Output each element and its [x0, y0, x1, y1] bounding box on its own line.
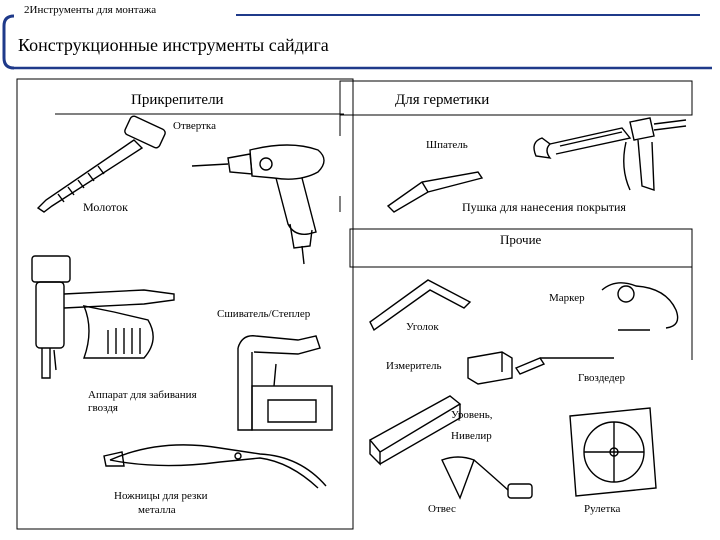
spatula-label: Шпатель	[426, 139, 468, 151]
stapler-label: Сшиватель/Степлер	[217, 308, 311, 320]
meter-label: Измеритель	[386, 360, 442, 372]
drill-icon	[191, 144, 325, 265]
shears-label-2: металла	[138, 504, 176, 516]
caulking-gun-label: Пушка для нанесения покрытия	[462, 200, 626, 214]
meter-icon	[467, 351, 513, 385]
caulking-gun-icon	[533, 117, 687, 191]
marker-label: Маркер	[549, 292, 585, 304]
spatula-icon	[386, 171, 484, 213]
plumb-bob-icon	[441, 456, 533, 500]
sealants-heading: Для герметики	[395, 92, 490, 108]
tape-measure-label: Рулетка	[584, 503, 621, 515]
level-label-1: Уровень,	[451, 409, 493, 421]
nail-gun-icon	[31, 255, 175, 379]
fasteners-heading: Прикрепители	[131, 92, 224, 108]
breadcrumb: 2Инструменты для монтажа	[24, 4, 157, 16]
square-icon	[369, 279, 472, 332]
hammer-icon	[36, 115, 166, 213]
nail-puller-label: Гвоздедер	[578, 372, 626, 384]
marker-icon	[601, 282, 679, 331]
nailer-label-1: Аппарат для забивания	[88, 389, 197, 401]
hammer-label: Молоток	[83, 200, 128, 214]
nail-puller-icon	[514, 357, 614, 375]
page-title: Конструкционные инструменты сайдига	[18, 35, 329, 55]
screwdriver-label: Отвертка	[173, 120, 216, 132]
shears-label-1: Ножницы для резки	[114, 490, 208, 502]
level-icon	[368, 395, 462, 466]
tape-measure-icon	[569, 407, 657, 497]
other-heading: Прочие	[500, 232, 542, 247]
shears-icon	[103, 444, 327, 489]
nailer-label-2: гвоздя	[88, 402, 118, 414]
square-label: Уголок	[406, 321, 439, 333]
stapler-icon	[237, 335, 333, 431]
level-label-2: Нивелир	[451, 430, 492, 442]
plumb-bob-label: Отвес	[428, 503, 456, 515]
